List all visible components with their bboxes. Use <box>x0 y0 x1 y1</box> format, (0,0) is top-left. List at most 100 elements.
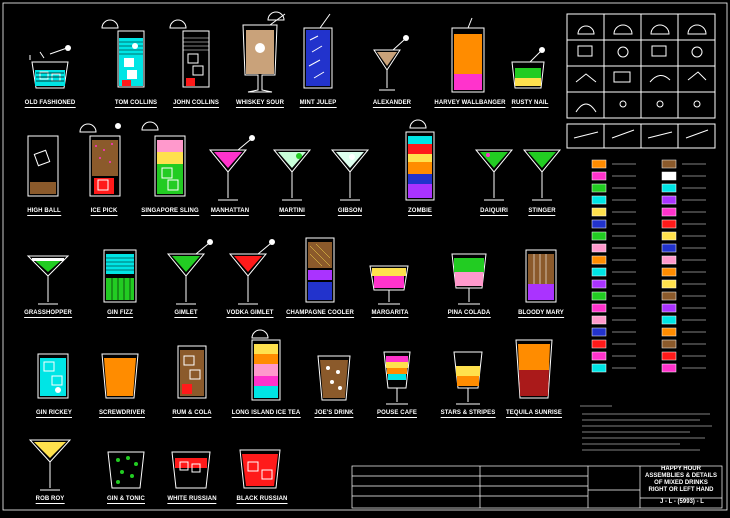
title-block-text: HAPPY HOUR ASSEMBLIES & DETAILS OF MIXED… <box>640 466 722 494</box>
glass-champagne-cooler <box>305 237 335 303</box>
glass-label: WHISKEY SOUR <box>235 100 285 108</box>
title-line-2: ASSEMBLIES & DETAILS <box>645 473 717 479</box>
color-key-swatch <box>661 171 677 181</box>
glass-rum-cola <box>177 345 207 399</box>
glass-gin-fizz <box>103 249 137 303</box>
glass-label: ALEXANDER <box>372 100 412 108</box>
glass-label: ICE PICK <box>90 208 118 216</box>
glass-grasshopper <box>26 255 70 305</box>
glass-label: JOHN COLLINS <box>173 100 219 108</box>
glass-label: BLACK RUSSIAN <box>236 496 288 504</box>
glass-label: POUSE CAFE <box>376 410 418 418</box>
color-key-swatch <box>591 255 607 265</box>
color-key-swatch <box>661 363 677 373</box>
color-key-swatch <box>591 219 607 229</box>
glass-label: VODKA GIMLET <box>226 310 274 318</box>
color-key-swatch <box>591 207 607 217</box>
glass-pina-colada <box>451 253 487 305</box>
glass-label: ZOMBIE <box>408 208 432 216</box>
glass-screwdriver <box>101 353 139 399</box>
color-key-swatch <box>661 303 677 313</box>
glass-label: SCREWDRIVER <box>98 410 146 418</box>
color-key-swatch <box>661 219 677 229</box>
glass-label: MANHATTAN <box>210 208 250 216</box>
glass-harvey-wallbanger <box>451 17 485 93</box>
glass-long-island-ice-tea <box>251 329 281 401</box>
glass-label: RUSTY NAIL <box>511 100 549 108</box>
color-key-swatch <box>591 339 607 349</box>
glass-label: WHITE RUSSIAN <box>167 496 217 504</box>
title-line-3: OF MIXED DRINKS <box>654 480 708 486</box>
glass-label: HIGH BALL <box>27 208 61 216</box>
color-key-swatch <box>591 195 607 205</box>
glass-stinger <box>522 149 562 201</box>
glass-old-fashioned <box>29 45 71 89</box>
color-key-swatch <box>591 303 607 313</box>
glass-label: DAIQUIRI <box>480 208 508 216</box>
glass-rusty-nail <box>511 47 545 89</box>
glass-daiquiri <box>474 149 514 201</box>
glass-label: OLD FASHIONED <box>24 100 76 108</box>
glass-black-russian <box>239 449 281 489</box>
color-key-swatch <box>591 351 607 361</box>
glass-label: TOM COLLINS <box>114 100 158 108</box>
glass-label: MARTINI <box>279 208 305 216</box>
color-key-swatch <box>661 159 677 169</box>
glass-label: GIN & TONIC <box>107 496 145 504</box>
color-key-swatch <box>591 183 607 193</box>
color-key-swatch <box>591 279 607 289</box>
color-key-swatch <box>661 267 677 277</box>
glass-label: ROB ROY <box>35 496 65 504</box>
glass-white-russian <box>171 451 211 489</box>
glass-singapore-sling <box>141 121 186 197</box>
glass-label: GRASSHOPPER <box>24 310 72 318</box>
color-key-swatch <box>661 351 677 361</box>
color-key-swatch <box>591 291 607 301</box>
glass-gibson <box>330 149 370 201</box>
glass-joes-drink <box>317 355 351 401</box>
glass-alexander <box>373 35 409 91</box>
glass-label: RUM & COLA <box>172 410 212 418</box>
glass-gin-rickey <box>37 353 69 399</box>
color-key-swatch <box>661 291 677 301</box>
glass-rob-roy <box>28 439 72 491</box>
glass-ice-pick <box>79 123 121 197</box>
color-key-swatch <box>591 243 607 253</box>
glass-mint-julep <box>303 13 333 89</box>
glass-zombie <box>405 119 435 201</box>
glass-label: PINA COLADA <box>447 310 491 318</box>
glass-label: SINGAPORE SLING <box>141 208 199 216</box>
glass-pouse-cafe <box>383 351 411 405</box>
glass-label: TEQUILA SUNRISE <box>506 410 562 418</box>
glass-tequila-sunrise <box>515 339 553 399</box>
glass-label: JOE'S DRINK <box>314 410 354 418</box>
glass-label: HARVEY WALLBANGER <box>434 100 506 108</box>
color-key-swatch <box>661 279 677 289</box>
title-line-4: RIGHT OR LEFT HAND <box>648 487 714 493</box>
glass-label: STINGER <box>528 208 556 216</box>
color-key-swatch <box>661 339 677 349</box>
glass-gin-tonic <box>107 451 145 489</box>
glass-label: LONG ISLAND ICE TEA <box>231 410 301 418</box>
color-key-swatch <box>591 363 607 373</box>
glass-margarita <box>369 265 409 305</box>
color-key-swatch <box>591 171 607 181</box>
glass-label: GIMLET <box>174 310 198 318</box>
sheet-number: J - L - (5993) - L <box>660 499 704 505</box>
color-key-swatch <box>591 267 607 277</box>
color-key-swatch <box>661 255 677 265</box>
color-key-swatch <box>661 183 677 193</box>
glass-label: GIBSON <box>337 208 363 216</box>
color-key-swatch <box>661 243 677 253</box>
legend-icon-grid <box>566 13 716 149</box>
sheet-border <box>2 2 728 511</box>
color-key-swatch <box>591 231 607 241</box>
general-notes <box>580 405 712 451</box>
glass-label: STARS & STRIPES <box>440 410 496 418</box>
glass-john-collins <box>169 19 210 88</box>
color-key-swatch <box>661 231 677 241</box>
color-key-swatch <box>661 195 677 205</box>
glass-vodka-gimlet <box>228 239 275 305</box>
